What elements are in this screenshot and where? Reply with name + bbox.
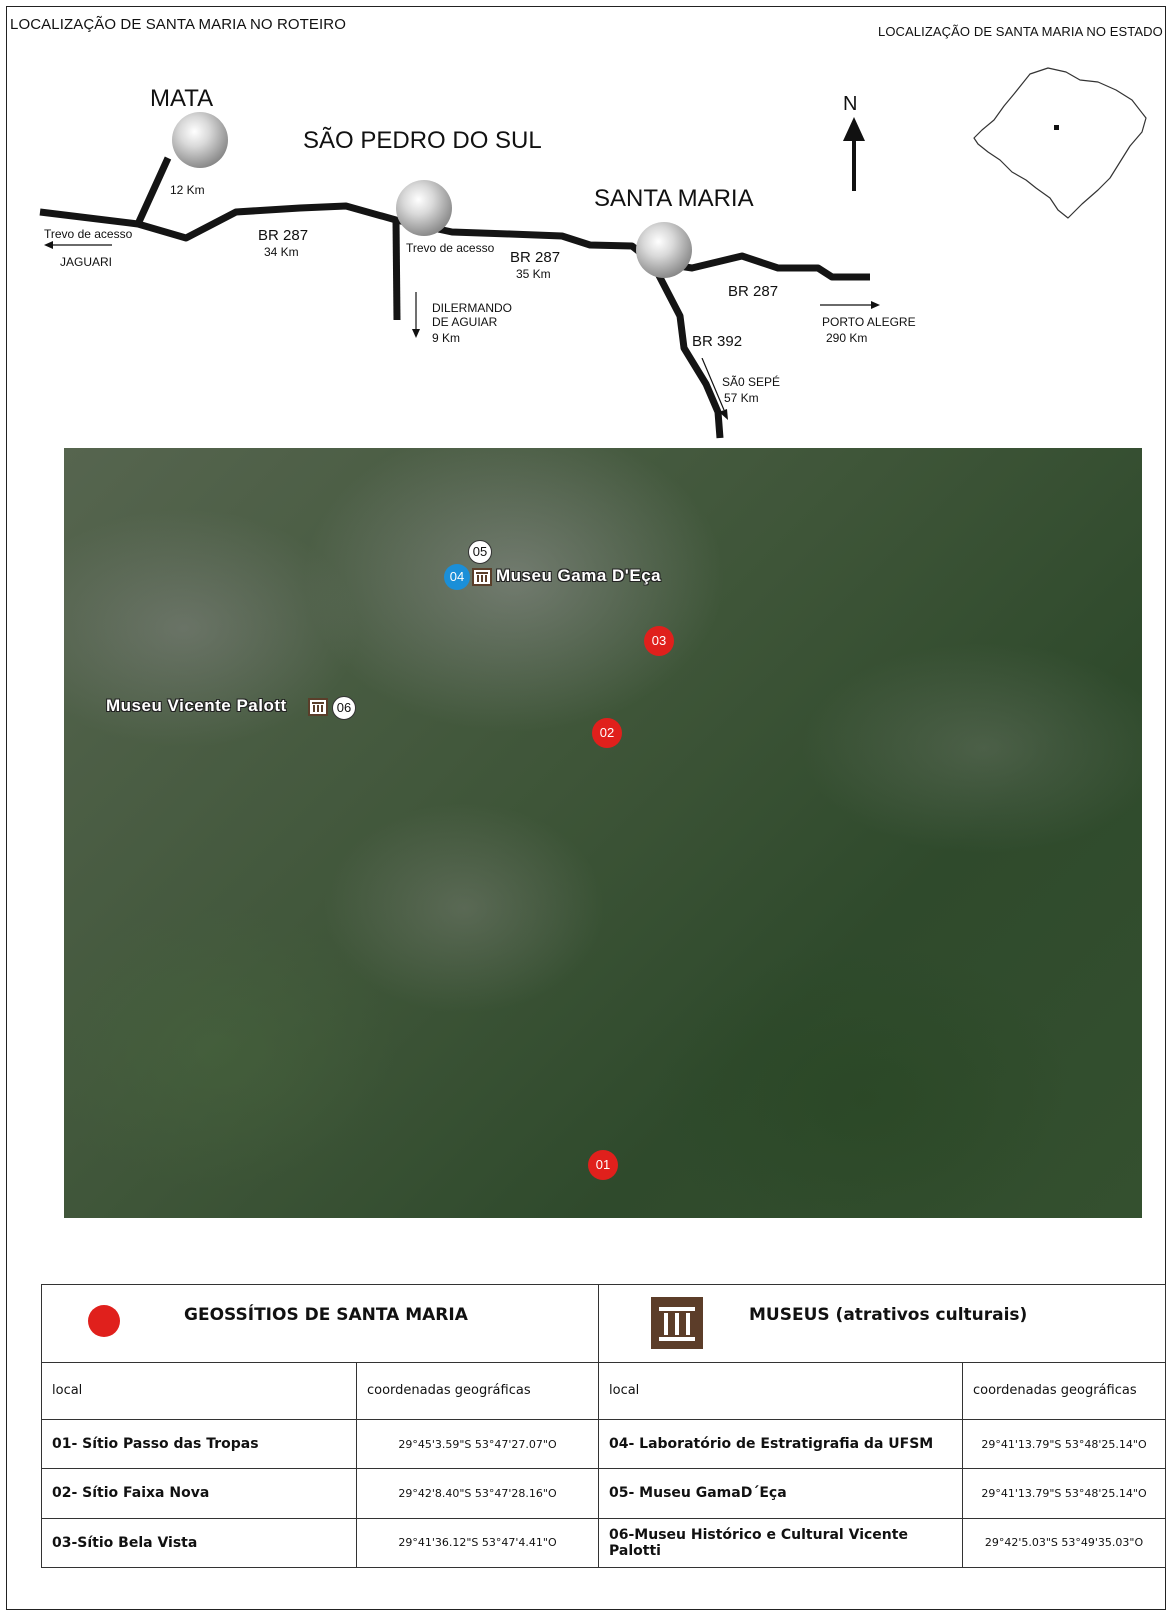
arrow-left-icon <box>44 241 112 249</box>
porto-alegre-label: PORTO ALEGRE <box>822 315 916 329</box>
museum-gama-label: Museu Gama D'Eça <box>496 566 662 585</box>
br287-label-a: BR 287 <box>258 227 309 244</box>
museum-name: 05- Museu GamaD´Eça <box>598 1468 963 1519</box>
north-arrow-icon <box>843 117 865 141</box>
sao-sepe-label: SÃ0 SEPÉ <box>722 375 781 389</box>
geosites-header: GEOSSÍTIOS DE SANTA MARIA <box>41 1284 599 1363</box>
road-br287-main <box>39 202 870 281</box>
museum-icon <box>651 1297 703 1349</box>
red-dot-icon <box>88 1305 120 1337</box>
city-label-mata: MATA <box>150 85 214 112</box>
table-row: 02- Sítio Faixa Nova 29°42'8.40"S 53°47'… <box>41 1468 1166 1519</box>
lab-marker-04[interactable]: 04 <box>444 564 470 590</box>
museum-coords: 29°41'13.79"S 53°48'25.14"O <box>962 1468 1166 1519</box>
km9-label: 9 Km <box>432 331 461 345</box>
geosite-marker-01[interactable]: 01 <box>588 1150 618 1180</box>
mata-distance: 12 Km <box>170 183 205 197</box>
museum-marker-06[interactable]: 06 <box>332 696 356 720</box>
km290-label: 290 Km <box>826 331 868 345</box>
geosites-title: GEOSSÍTIOS DE SANTA MARIA <box>184 1305 468 1325</box>
state-location-title: LOCALIZAÇÃO DE SANTA MARIA NO ESTADO <box>878 24 1163 39</box>
km35-label: 35 Km <box>516 267 551 281</box>
arrow-down-icon <box>412 292 420 338</box>
col-coords-geo: coordenadas geográficas <box>356 1361 599 1420</box>
table-row: 03-Sítio Bela Vista 29°41'36.12"S 53°47'… <box>41 1517 1166 1569</box>
geosite-name: 01- Sítio Passo das Tropas <box>41 1418 357 1470</box>
museum-marker-05[interactable]: 05 <box>468 540 492 564</box>
trevo-mid-label: Trevo de acesso <box>406 241 495 255</box>
trevo-left-label: Trevo de acesso <box>44 227 133 241</box>
museum-palotti-label: Museu Vicente Palott <box>106 696 287 715</box>
col-local-museum: local <box>598 1361 963 1420</box>
geosite-marker-03[interactable]: 03 <box>644 626 674 656</box>
km57-label: 57 Km <box>724 391 759 405</box>
santa-maria-location-dot <box>1054 125 1059 130</box>
road-dilermando <box>392 219 401 321</box>
museums-header: MUSEUS (atrativos culturais) <box>598 1284 1166 1363</box>
br287-label-b: BR 287 <box>510 249 561 266</box>
geosite-name: 03-Sítio Bela Vista <box>41 1517 357 1569</box>
route-location-title: LOCALIZAÇÃO DE SANTA MARIA NO ROTEIRO <box>10 16 346 33</box>
museum-palotti-icon <box>308 698 328 716</box>
br287-label-c: BR 287 <box>728 283 779 300</box>
museum-name: 04- Laboratório de Estratigrafia da UFSM <box>598 1418 963 1470</box>
br392-label: BR 392 <box>692 333 743 350</box>
route-schematic <box>39 156 870 439</box>
museum-gama-icon <box>472 568 492 586</box>
dilermando-label-line2: DE AGUIAR <box>432 315 498 329</box>
geosite-name: 02- Sítio Faixa Nova <box>41 1468 357 1519</box>
page-frame <box>6 6 1166 1610</box>
museums-title: MUSEUS (atrativos culturais) <box>749 1305 1028 1325</box>
north-arrow <box>843 117 865 191</box>
museum-name: 06-Museu Histórico e Cultural Vicente Pa… <box>598 1517 963 1569</box>
geosite-coords: 29°45'3.59"S 53°47'27.07"O <box>356 1418 599 1470</box>
legend-table: GEOSSÍTIOS DE SANTA MARIA MUSEUS (atrati… <box>41 1284 1166 1569</box>
sao-pedro-city-marker <box>396 180 452 236</box>
santa-maria-city-marker <box>636 222 692 278</box>
geosite-coords: 29°41'36.12"S 53°47'4.41"O <box>356 1517 599 1569</box>
state-outline-map <box>973 67 1147 219</box>
road-mata <box>134 156 172 226</box>
road-br392 <box>648 260 724 439</box>
km34-label: 34 Km <box>264 245 299 259</box>
satellite-image: 01 02 03 04 05 Museu Gama D'Eça Museu Vi… <box>64 448 1142 1218</box>
city-label-sao-pedro: SÃO PEDRO DO SUL <box>303 127 542 154</box>
col-coords-museum: coordenadas geográficas <box>962 1361 1166 1420</box>
city-label-santa-maria: SANTA MARIA <box>594 185 754 212</box>
dilermando-label-line1: DILERMANDO <box>432 301 513 315</box>
state-outline-shape <box>973 67 1147 219</box>
mata-city-marker <box>172 112 228 168</box>
north-label: N <box>843 93 858 115</box>
museum-coords: 29°42'5.03"S 53°49'35.03"O <box>962 1517 1166 1569</box>
jaguari-label: JAGUARI <box>60 255 113 269</box>
arrow-right-icon <box>820 301 880 309</box>
museum-coords: 29°41'13.79"S 53°48'25.14"O <box>962 1418 1166 1470</box>
arrow-down-right-icon <box>701 358 728 420</box>
col-local-geo: local <box>41 1361 357 1420</box>
table-row: 01- Sítio Passo das Tropas 29°45'3.59"S … <box>41 1418 1166 1470</box>
geosite-coords: 29°42'8.40"S 53°47'28.16"O <box>356 1468 599 1519</box>
geosite-marker-02[interactable]: 02 <box>592 718 622 748</box>
